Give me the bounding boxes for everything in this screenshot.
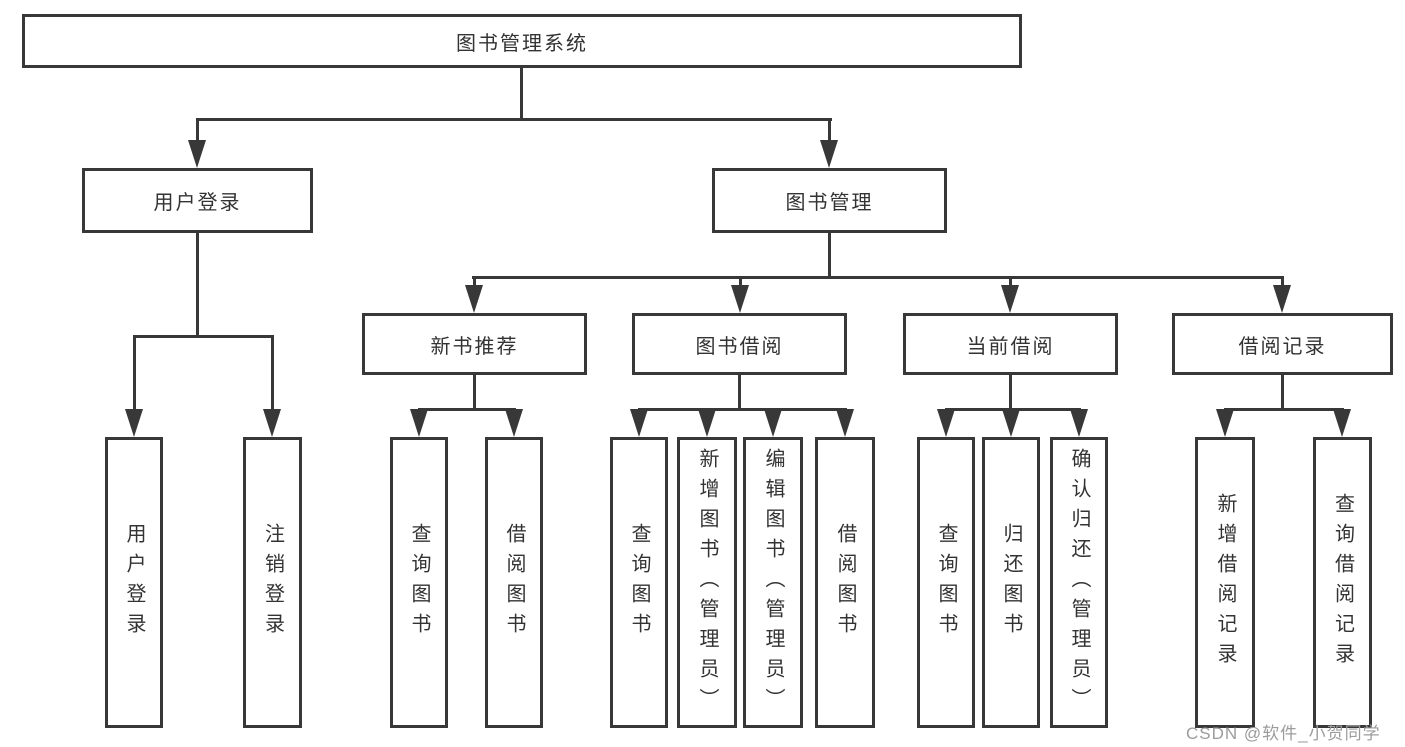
arrow-to-leaf-br-add-icon	[1216, 409, 1234, 437]
edge-book-mgmt-hbar	[472, 276, 1284, 279]
node-new-book-rec: 新书推荐	[362, 313, 587, 375]
arrow-to-leaf-cb-confirm-icon	[1070, 409, 1088, 437]
node-book-borrow-label: 图书借阅	[695, 335, 784, 358]
node-leaf-br-add-label: 新增借阅记录	[1214, 492, 1236, 673]
node-book-mgmt-label: 图书管理	[785, 192, 874, 214]
arrow-to-leaf-logout-icon	[263, 409, 281, 437]
edge-new-book-rec-stem	[473, 373, 476, 408]
node-leaf-cb-return: 归还图书	[982, 437, 1040, 728]
arrow-to-leaf-bb-add-icon	[698, 409, 716, 437]
arrow-to-borrow-records-icon	[1273, 285, 1291, 313]
arrow-to-user-login-icon	[188, 140, 206, 168]
node-leaf-nb-query: 查询图书	[390, 437, 448, 728]
edge-current-borrow-stem	[1009, 373, 1012, 408]
edge-to-leaf-logout-line	[271, 335, 274, 409]
node-leaf-br-add: 新增借阅记录	[1195, 437, 1255, 728]
node-leaf-logout-label: 注销登录	[261, 522, 284, 643]
node-current-borrow: 当前借阅	[903, 313, 1118, 375]
node-borrow-records-label: 借阅记录	[1238, 335, 1327, 358]
edge-borrow-records-hbar	[1224, 408, 1344, 411]
node-leaf-nb-borrow-label: 借阅图书	[503, 522, 525, 643]
arrow-to-book-borrow-icon	[731, 285, 749, 313]
edge-root-stem	[520, 66, 523, 118]
node-book-mgmt: 图书管理	[712, 168, 947, 233]
arrow-to-leaf-cb-query-icon	[937, 409, 955, 437]
node-leaf-nb-query-label: 查询图书	[408, 522, 430, 643]
arrow-to-leaf-cb-return-icon	[1002, 409, 1020, 437]
edge-user-login-hbar	[133, 335, 274, 338]
arrow-to-leaf-bb-edit-icon	[764, 409, 782, 437]
node-leaf-bb-query: 查询图书	[610, 437, 668, 728]
edge-new-book-rec-hbar	[418, 408, 516, 411]
node-user-login-label: 用户登录	[153, 192, 242, 214]
edge-to-borrow-records-line	[1281, 276, 1284, 288]
node-leaf-cb-return-label: 归还图书	[1000, 522, 1022, 643]
arrow-to-leaf-bb-query-icon	[630, 409, 648, 437]
arrow-to-current-borrow-icon	[1001, 285, 1019, 313]
node-leaf-bb-edit-label: 编辑图书（管理员）	[762, 447, 784, 718]
node-leaf-bb-query-label: 查询图书	[628, 522, 650, 643]
arrow-to-new-book-rec-icon	[465, 285, 483, 313]
node-new-book-rec-label: 新书推荐	[430, 335, 519, 358]
arrow-to-leaf-nb-query-icon	[410, 409, 428, 437]
edge-book-borrow-hbar	[638, 408, 847, 411]
node-leaf-bb-add: 新增图书（管理员）	[677, 437, 737, 728]
node-leaf-cb-confirm: 确认归还（管理员）	[1050, 437, 1108, 728]
edge-to-current-borrow-line	[1009, 276, 1012, 288]
edge-to-book-borrow-line	[739, 276, 742, 288]
node-leaf-logout: 注销登录	[243, 437, 302, 728]
edge-book-mgmt-stem	[828, 231, 831, 276]
node-user-login: 用户登录	[82, 168, 313, 233]
node-root-label: 图书管理系统	[456, 32, 588, 55]
edge-user-login-stem	[196, 230, 199, 335]
arrow-to-leaf-nb-borrow-icon	[505, 409, 523, 437]
node-leaf-bb-borrow: 借阅图书	[815, 437, 875, 728]
edge-to-new-book-rec-line	[473, 276, 476, 288]
arrow-to-leaf-bb-borrow-icon	[836, 409, 854, 437]
edge-to-leaf-user-login-line	[133, 335, 136, 409]
node-leaf-br-query-label: 查询借阅记录	[1331, 492, 1354, 673]
node-leaf-bb-edit: 编辑图书（管理员）	[743, 437, 803, 728]
edge-borrow-records-stem	[1281, 373, 1284, 408]
node-leaf-bb-borrow-label: 借阅图书	[834, 522, 856, 643]
node-leaf-cb-confirm-label: 确认归还（管理员）	[1068, 447, 1090, 718]
edge-root-hbar	[196, 118, 832, 121]
node-book-borrow: 图书借阅	[632, 313, 847, 375]
edge-root-to-book-mgmt-line	[828, 118, 831, 143]
csdn-watermark: CSDN @软件_小贺同学	[1186, 724, 1381, 743]
node-leaf-user-login: 用户登录	[105, 437, 163, 728]
arrow-to-leaf-user-login-icon	[125, 409, 143, 437]
arrow-to-leaf-br-query-icon	[1333, 409, 1351, 437]
node-leaf-cb-query-label: 查询图书	[935, 522, 957, 643]
node-root: 图书管理系统	[22, 14, 1022, 68]
node-leaf-cb-query: 查询图书	[917, 437, 975, 728]
node-leaf-bb-add-label: 新增图书（管理员）	[696, 447, 718, 718]
node-leaf-br-query: 查询借阅记录	[1313, 437, 1372, 728]
arrow-to-book-mgmt-icon	[820, 140, 838, 168]
node-leaf-nb-borrow: 借阅图书	[485, 437, 543, 728]
node-leaf-user-login-label: 用户登录	[123, 522, 145, 643]
node-borrow-records: 借阅记录	[1172, 313, 1393, 375]
node-current-borrow-label: 当前借阅	[966, 335, 1055, 358]
edge-root-to-user-login-line	[196, 118, 199, 143]
edge-book-borrow-stem	[738, 373, 741, 408]
